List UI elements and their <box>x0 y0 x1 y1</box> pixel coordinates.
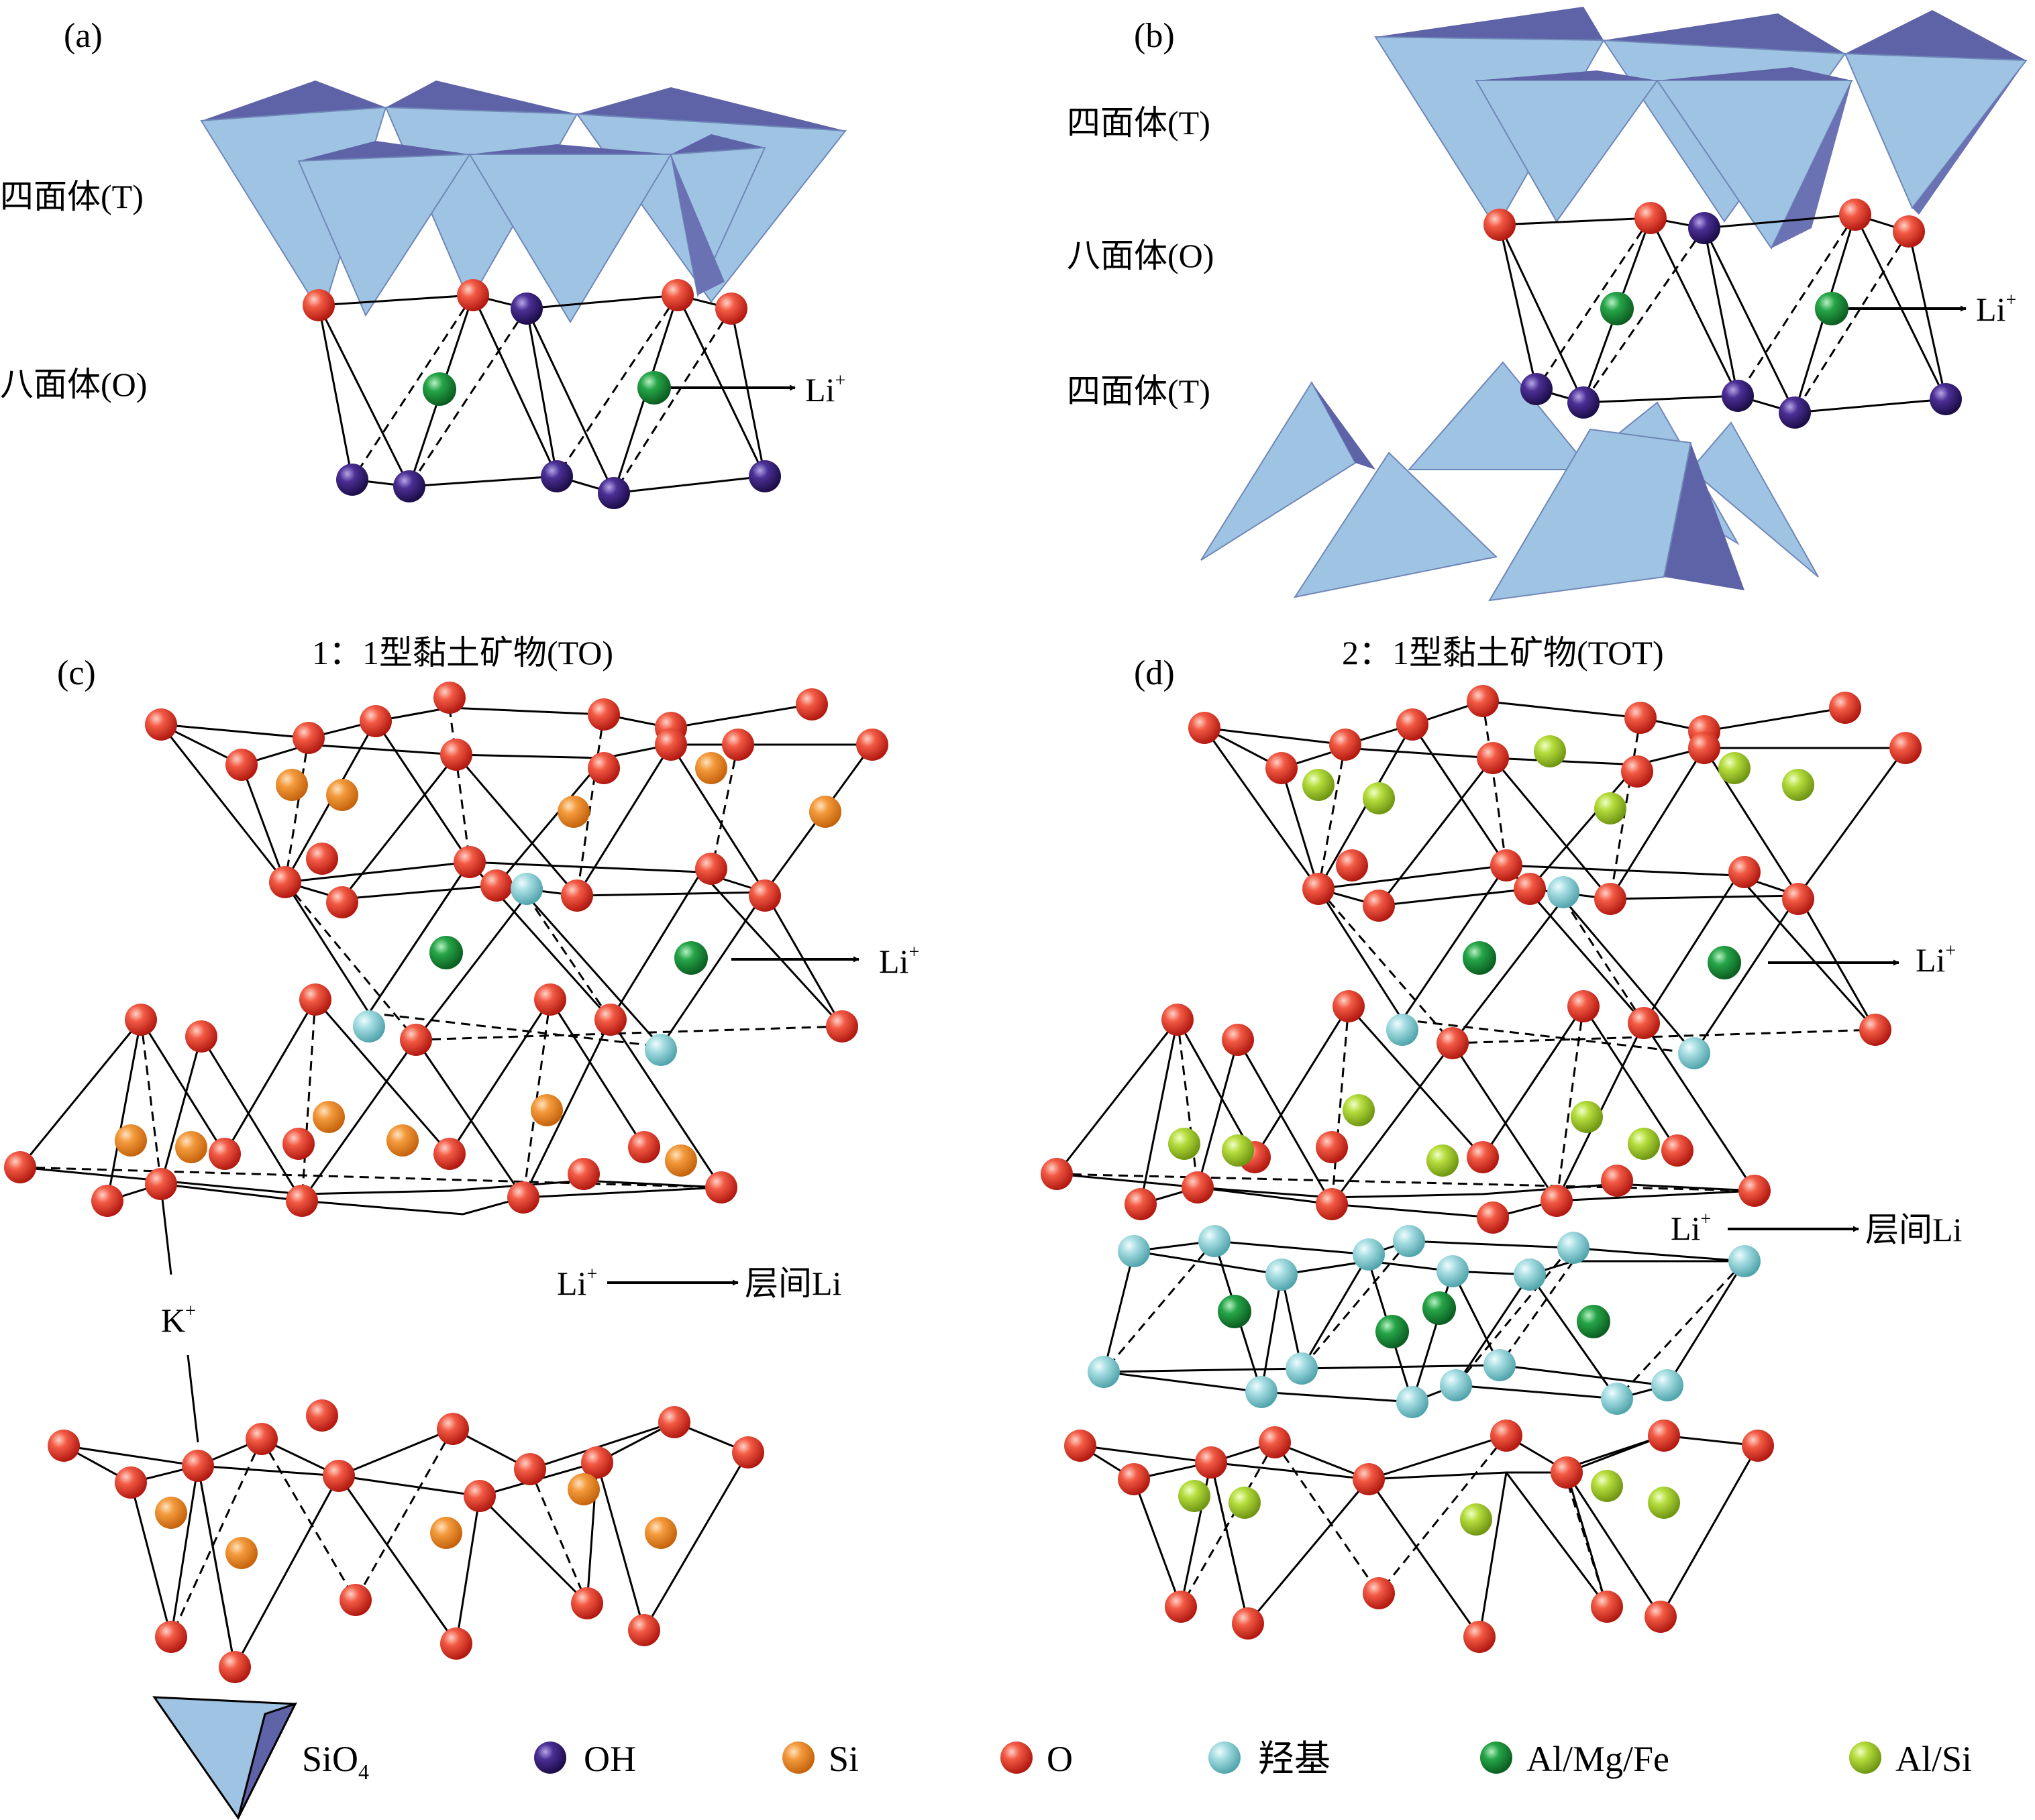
si-sphere-icon <box>782 1742 815 1774</box>
hydroxyl-sphere-icon <box>1208 1742 1241 1774</box>
panel-d-interlayer-ion: Li+ <box>1671 1209 1711 1247</box>
panel-c-atoms <box>4 682 888 1683</box>
panel-d: (d) 2：1型黏土矿物(TOT) <box>1041 634 1962 1653</box>
panel-b-li-label: Li+ <box>1976 290 2016 328</box>
legend-oh: OH <box>534 1739 636 1779</box>
panel-a-tetra-label: 四面体(T) <box>0 178 144 215</box>
legend-alsi-label: Al/Si <box>1895 1739 1972 1779</box>
panel-c-li-label: Li+ <box>879 942 919 980</box>
o-sphere-icon <box>1000 1742 1033 1774</box>
panel-d-atoms <box>1041 685 1922 1653</box>
panel-c-k-bond-bottom <box>187 1354 199 1443</box>
panel-c-title: 1：1型黏土矿物(TO) <box>312 634 613 672</box>
legend-hydroxyl-label: 羟基 <box>1258 1739 1330 1779</box>
panel-c-interlayer-target: 层间Li <box>745 1265 841 1302</box>
legend-si: Si <box>782 1739 859 1779</box>
panel-c-almgfe-atoms <box>429 936 708 975</box>
panel-b-label: (b) <box>1134 17 1175 55</box>
legend-alsi: Al/Si <box>1849 1739 1972 1779</box>
panel-b-atoms <box>1483 199 1962 429</box>
panel-a-tetrahedral-sheet <box>200 81 847 323</box>
panel-c-hydroxyl-atoms <box>353 873 677 1066</box>
panel-d-hydroxyl-atoms <box>1088 876 1761 1418</box>
panel-d-o-atoms <box>1041 685 1922 1653</box>
panel-a-atoms <box>303 279 781 509</box>
panel-d-hydroxide-sheet-bonds <box>1102 1240 1746 1403</box>
panel-d-almgfe-atoms <box>1218 941 1741 1348</box>
panel-b-tetra-top-label: 四面体(T) <box>1067 104 1210 142</box>
panel-b-bottom-tetrahedral-sheet <box>1200 361 1819 602</box>
panel-c-top-sheet-bonds <box>160 703 874 1048</box>
panel-c-label: (c) <box>57 654 96 692</box>
legend: SiO4 OH Si O 羟基 Al/Mg/Fe Al/Si <box>152 1696 1972 1820</box>
panel-a-li-label: Li+ <box>805 370 845 409</box>
legend-almgfe-label: Al/Mg/Fe <box>1526 1739 1669 1779</box>
panel-c-o-atoms <box>4 682 888 1683</box>
panel-c: (c) 1：1型黏土矿物(TO) <box>4 634 919 1683</box>
panel-b-tetra-bottom-label: 四面体(T) <box>1067 372 1210 410</box>
legend-o: O <box>1000 1739 1073 1779</box>
panel-d-alsi-atoms <box>1168 735 1814 1536</box>
panel-a: (a) 四面体(T) 八面体(O) <box>0 17 847 509</box>
panel-d-interlayer-target: 层间Li <box>1865 1211 1962 1248</box>
alsi-sphere-icon <box>1849 1742 1881 1774</box>
panel-c-k-label: K+ <box>161 1301 196 1339</box>
panel-a-octahedral-sheet <box>317 294 766 494</box>
legend-hydroxyl: 羟基 <box>1208 1739 1330 1779</box>
legend-o-label: O <box>1047 1739 1073 1779</box>
oh-sphere-icon <box>534 1742 566 1774</box>
panel-d-label: (d) <box>1134 654 1175 692</box>
panel-b-octahedral-sheet <box>1498 213 1947 414</box>
panel-d-li-label: Li+ <box>1916 941 1956 979</box>
almgfe-sphere-icon <box>1480 1742 1512 1774</box>
panel-d-title: 2：1型黏土矿物(TOT) <box>1342 634 1664 672</box>
panel-a-label: (a) <box>64 17 103 55</box>
panel-b-top-tetrahedral-sheet <box>1374 7 2028 250</box>
panel-b-octa-label: 八面体(O) <box>1067 237 1214 274</box>
panel-c-k-bond-top <box>160 1187 172 1275</box>
legend-si-label: Si <box>829 1739 859 1779</box>
panel-c-mid-sheet-bonds <box>19 999 723 1216</box>
panel-c-si-atoms <box>115 752 841 1569</box>
legend-almgfe: Al/Mg/Fe <box>1480 1739 1669 1779</box>
panel-c-interlayer-ion: Li+ <box>557 1264 597 1302</box>
legend-sio4: SiO4 <box>152 1696 369 1820</box>
legend-sio4-label: SiO4 <box>302 1739 369 1784</box>
panel-d-mid-sheet-bonds <box>1055 1006 1756 1219</box>
panel-a-octa-label: 八面体(O) <box>0 366 147 403</box>
legend-oh-label: OH <box>584 1739 636 1779</box>
panel-b: (b) 四面体(T) 八面体(O) 四面体(T) <box>1067 7 2028 602</box>
